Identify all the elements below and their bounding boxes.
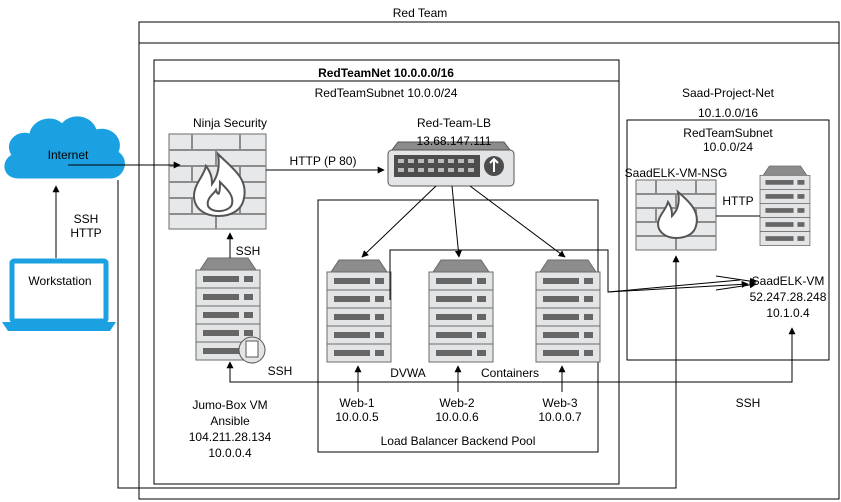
- http-p80-label: HTTP (P 80): [289, 154, 357, 168]
- http-nsg-elk-label: HTTP: [722, 194, 754, 208]
- jump-name: Jumo-Box VM: [192, 398, 268, 412]
- jump-public-ip: 104.211.28.134: [188, 430, 272, 444]
- redteamnet-subnet: RedTeamSubnet 10.0.0/24: [314, 86, 458, 100]
- firewall-icon: [168, 133, 267, 230]
- cloud-icon: [4, 116, 125, 179]
- saad-subnet-cidr: 10.0.0/24: [702, 140, 754, 154]
- ninja-label: Ninja Security: [192, 116, 268, 130]
- nsg-firewall-icon: [635, 179, 717, 251]
- web1-server-icon: [326, 259, 392, 363]
- jump-box-server-icon: [195, 257, 266, 364]
- elk-name: SaadELK-VM: [751, 274, 825, 288]
- saad-net-cidr: 10.1.0.0/16: [697, 106, 759, 120]
- lb-name: Red-Team-LB: [416, 116, 492, 130]
- web3-ip: 10.0.0.7: [538, 410, 582, 424]
- redteamnet-title: RedTeamNet 10.0.0.0/16: [318, 66, 454, 80]
- jump-role: Ansible: [210, 414, 250, 428]
- red-team-container: [138, 21, 840, 500]
- web1-name: Web-1: [339, 396, 375, 410]
- elk-private-ip: 10.1.0.4: [766, 306, 810, 320]
- internet-label: Internet: [47, 148, 89, 162]
- web1-ip: 10.0.0.5: [335, 410, 379, 424]
- jump-private-ip: 10.0.0.4: [208, 446, 252, 460]
- ssh-http-line2: HTTP: [70, 226, 102, 240]
- containers-label: Containers: [480, 366, 540, 380]
- saad-subnet-title: RedTeamSubnet: [683, 126, 773, 140]
- web2-server-icon: [428, 259, 494, 363]
- backend-pool-label: Load Balancer Backend Pool: [380, 434, 536, 448]
- ssh-bottom-label: SSH: [735, 396, 761, 410]
- red-team-title: Red Team: [392, 6, 448, 20]
- ssh-jump-right-label: SSH: [267, 364, 293, 378]
- ssh-http-line1: SSH: [73, 212, 99, 226]
- elk-public-ip: 52.247.28.248: [749, 290, 827, 304]
- web3-server-icon: [535, 259, 601, 363]
- lb-ip: 13.68.147.111: [416, 134, 492, 148]
- workstation-label: Workstation: [28, 274, 92, 288]
- web2-ip: 10.0.0.6: [435, 410, 479, 424]
- redteamnet-container: [153, 59, 620, 485]
- load-balancer-icon: [387, 141, 515, 187]
- nsg-label: SaadELK-VM-NSG: [624, 166, 728, 180]
- saad-net-title: Saad-Project-Net: [681, 86, 775, 100]
- ssh-jump-ninja-label: SSH: [235, 244, 261, 258]
- laptop-icon: [2, 258, 116, 331]
- web3-name: Web-3: [542, 396, 578, 410]
- web2-name: Web-2: [439, 396, 475, 410]
- dvwa-label: DVWA: [390, 366, 426, 380]
- elk-server-icon: [759, 165, 811, 246]
